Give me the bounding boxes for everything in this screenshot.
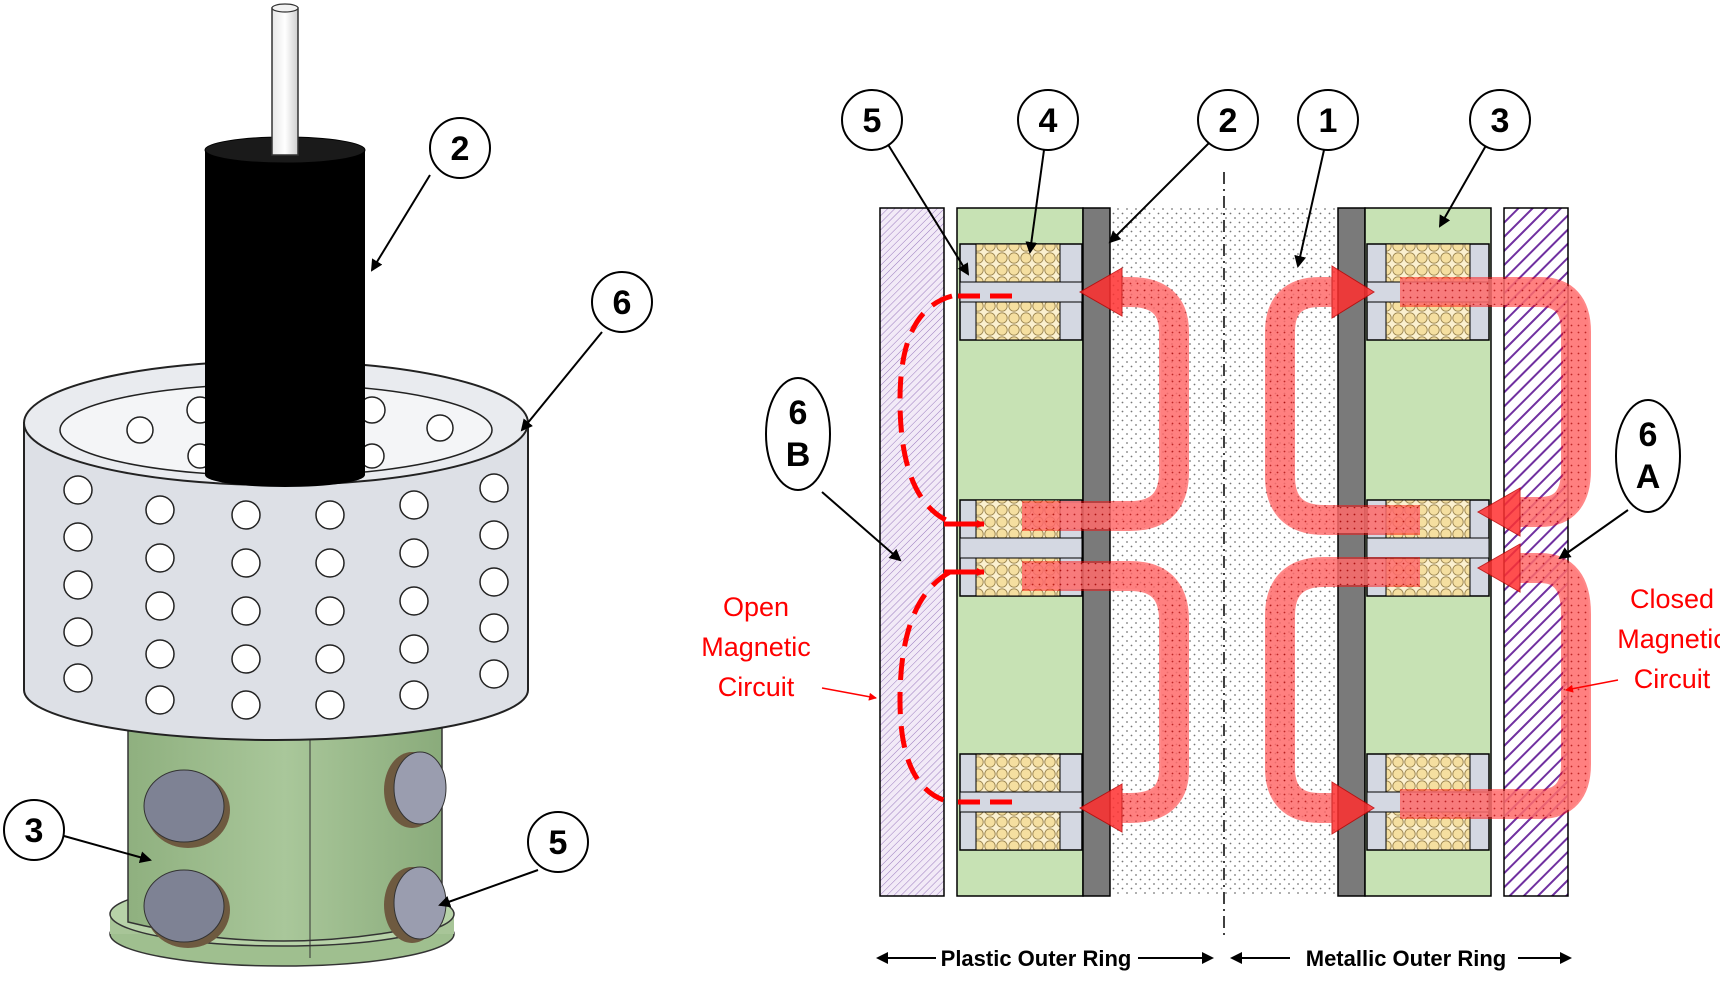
pole-disc <box>143 769 230 848</box>
flux-path-left-upper <box>1022 267 1189 531</box>
callout-1-right: 1 <box>1294 89 1359 268</box>
callout-6b-letter: B <box>786 436 811 474</box>
callout-1-right-label: 1 <box>1319 102 1338 140</box>
pole-disc <box>384 751 447 828</box>
svg-text:Magnetic: Magnetic <box>701 632 811 662</box>
flux-path-right-inner-upper <box>1265 265 1420 535</box>
pole-disc <box>143 869 230 948</box>
left-sleeve <box>1082 207 1111 897</box>
left-pole-top <box>959 243 1083 341</box>
callout-6b: 6 B <box>765 377 902 562</box>
callout-6b-number: 6 <box>789 394 808 432</box>
callout-4-right-label: 4 <box>1039 102 1058 140</box>
callout-2-left: 2 <box>370 117 491 272</box>
callout-5-right: 5 <box>841 89 970 276</box>
callout-6-left: 6 <box>520 271 653 432</box>
flux-path-right-inner-lower <box>1265 557 1420 835</box>
callout-6-left-label: 6 <box>613 284 632 322</box>
plastic-outer-ring-label: Plastic Outer Ring <box>876 946 1214 971</box>
black-sleeve <box>204 136 366 487</box>
flux-path-left-lower <box>1022 561 1189 833</box>
metallic-outer-ring-label: Metallic Outer Ring <box>1230 946 1572 971</box>
cross-section-view: 5 4 2 1 3 6 B <box>701 89 1720 971</box>
callout-6a-letter: A <box>1636 458 1661 496</box>
callout-5-right-label: 5 <box>863 102 882 140</box>
callout-5-left: 5 <box>438 811 589 908</box>
open-circuit-dashed <box>897 293 1022 805</box>
svg-text:Closed: Closed <box>1630 584 1714 614</box>
open-magnetic-circuit-label: Open Magnetic Circuit <box>701 592 877 702</box>
svg-text:Circuit: Circuit <box>1634 664 1711 694</box>
left-pole-bottom <box>959 753 1083 851</box>
svg-text:Magnetic: Magnetic <box>1617 624 1720 654</box>
right-sleeve <box>1337 207 1366 897</box>
svg-text:Circuit: Circuit <box>718 672 795 702</box>
pole-disc <box>384 866 447 943</box>
callout-2-right: 2 <box>1108 89 1259 244</box>
callout-4-right: 4 <box>1017 89 1079 254</box>
flux-path-right-outer-lower <box>1400 543 1591 819</box>
piston-shaft <box>271 3 299 156</box>
callout-3-left-label: 3 <box>25 812 44 850</box>
svg-text:Open: Open <box>723 592 789 622</box>
callout-3-right: 3 <box>1439 89 1531 228</box>
outer-ring <box>23 360 529 741</box>
callout-3-right-label: 3 <box>1491 102 1510 140</box>
ring-holes-outer <box>63 473 509 720</box>
callout-2-right-label: 2 <box>1219 102 1238 140</box>
callout-2-left-label: 2 <box>451 130 470 168</box>
device-3d-view: 2 6 3 5 <box>3 3 653 967</box>
svg-text:Plastic Outer Ring: Plastic Outer Ring <box>941 946 1132 971</box>
flux-path-right-outer-upper <box>1400 277 1591 537</box>
callout-6a-number: 6 <box>1639 416 1658 454</box>
svg-text:Metallic Outer Ring: Metallic Outer Ring <box>1306 946 1506 971</box>
callout-6a: 6 A <box>1558 399 1681 560</box>
callout-3-left: 3 <box>3 799 152 864</box>
closed-magnetic-circuit-label: Closed Magnetic Circuit <box>1565 584 1720 694</box>
callout-5-left-label: 5 <box>549 824 568 862</box>
